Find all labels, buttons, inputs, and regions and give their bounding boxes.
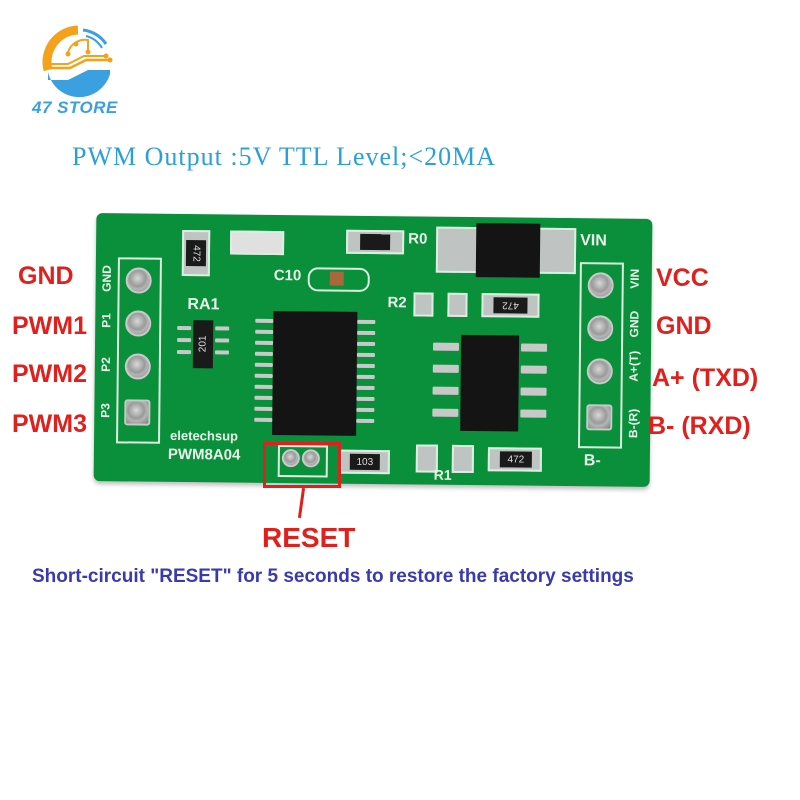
circuit-logo-icon — [42, 25, 113, 98]
label-gnd-left: GND — [18, 262, 74, 290]
reset-highlight-box — [263, 442, 341, 488]
model-silk: PWM8A04 — [167, 445, 241, 464]
resistor-pad — [413, 292, 434, 317]
label-a-plus-txd: A+ (TXD) — [652, 364, 759, 392]
label-pwm1: PWM1 — [12, 312, 87, 340]
pin-leg — [176, 349, 191, 355]
store-name: 47 STORE — [32, 98, 118, 117]
silk-a-plus: A+(T) — [626, 350, 642, 382]
pin-b-minus — [586, 404, 613, 431]
main-ic — [272, 310, 358, 436]
reset-pointer-line — [297, 487, 306, 519]
pin-gnd — [125, 267, 152, 294]
ic-right-legs — [356, 319, 376, 424]
silk-gnd-right: GND — [627, 310, 642, 338]
pin-gnd-right — [587, 315, 614, 342]
resistor-pad — [451, 444, 475, 474]
spec-title: PWM Output :5V TTL Level;<20MA — [72, 142, 497, 171]
pin-leg — [177, 325, 192, 331]
pin-p3 — [124, 399, 151, 426]
resistor-array-ra1: 201 — [192, 320, 214, 369]
resistor-472: 472 — [185, 240, 207, 267]
ic-left-legs — [254, 318, 274, 422]
pin-vin — [587, 272, 614, 299]
silk-r2: R2 — [387, 294, 407, 312]
reset-note: Short-circuit "RESET" for 5 seconds to r… — [32, 566, 634, 587]
pin-leg — [215, 326, 230, 331]
silk-b-minus-bottom: B- — [583, 452, 601, 470]
label-gnd-right: GND — [656, 312, 712, 340]
silk-p1: P1 — [99, 313, 114, 328]
pin-p1 — [125, 310, 152, 337]
silk-r1: R1 — [433, 466, 452, 483]
pin-a-plus — [586, 358, 613, 385]
silk-vin: VIN — [580, 232, 607, 250]
voltage-regulator — [475, 223, 541, 278]
pin-leg — [177, 337, 192, 343]
ic2-left-legs — [432, 342, 460, 417]
pin-p2 — [124, 353, 151, 380]
capacitor-c10 — [329, 271, 344, 286]
ic2-right-legs — [520, 343, 548, 418]
silk-gnd: GND — [99, 265, 114, 292]
maker-silk: eletechsup — [170, 427, 239, 444]
silk-b-minus: B-(R) — [626, 408, 641, 439]
resistor-103: 103 — [349, 453, 380, 471]
resistor-r0 — [360, 233, 391, 251]
resistor-472-r2: 472 — [493, 297, 528, 314]
silk-ra1: RA1 — [187, 296, 220, 314]
label-b-minus-rxd: B- (RXD) — [648, 412, 751, 440]
silk-r0: R0 — [408, 230, 428, 248]
transceiver-ic — [460, 334, 520, 432]
label-pwm3: PWM3 — [12, 410, 87, 438]
pcb-board: GND P1 P2 P3 RA1 201 472 C10 R0 VIN R2 4… — [93, 213, 653, 487]
led — [229, 230, 285, 256]
label-pwm2: PWM2 — [12, 360, 87, 388]
silk-p2: P2 — [98, 357, 113, 372]
silk-p3: P3 — [98, 403, 113, 418]
reset-label: RESET — [262, 522, 356, 553]
label-vcc: VCC — [656, 264, 709, 292]
store-logo — [28, 22, 128, 122]
pin-leg — [215, 338, 230, 343]
silk-c10: C10 — [273, 266, 302, 285]
silk-vin-right: VIN — [627, 268, 642, 289]
resistor-pad — [447, 292, 468, 317]
resistor-472-r1: 472 — [499, 451, 532, 468]
pin-leg — [214, 350, 229, 355]
